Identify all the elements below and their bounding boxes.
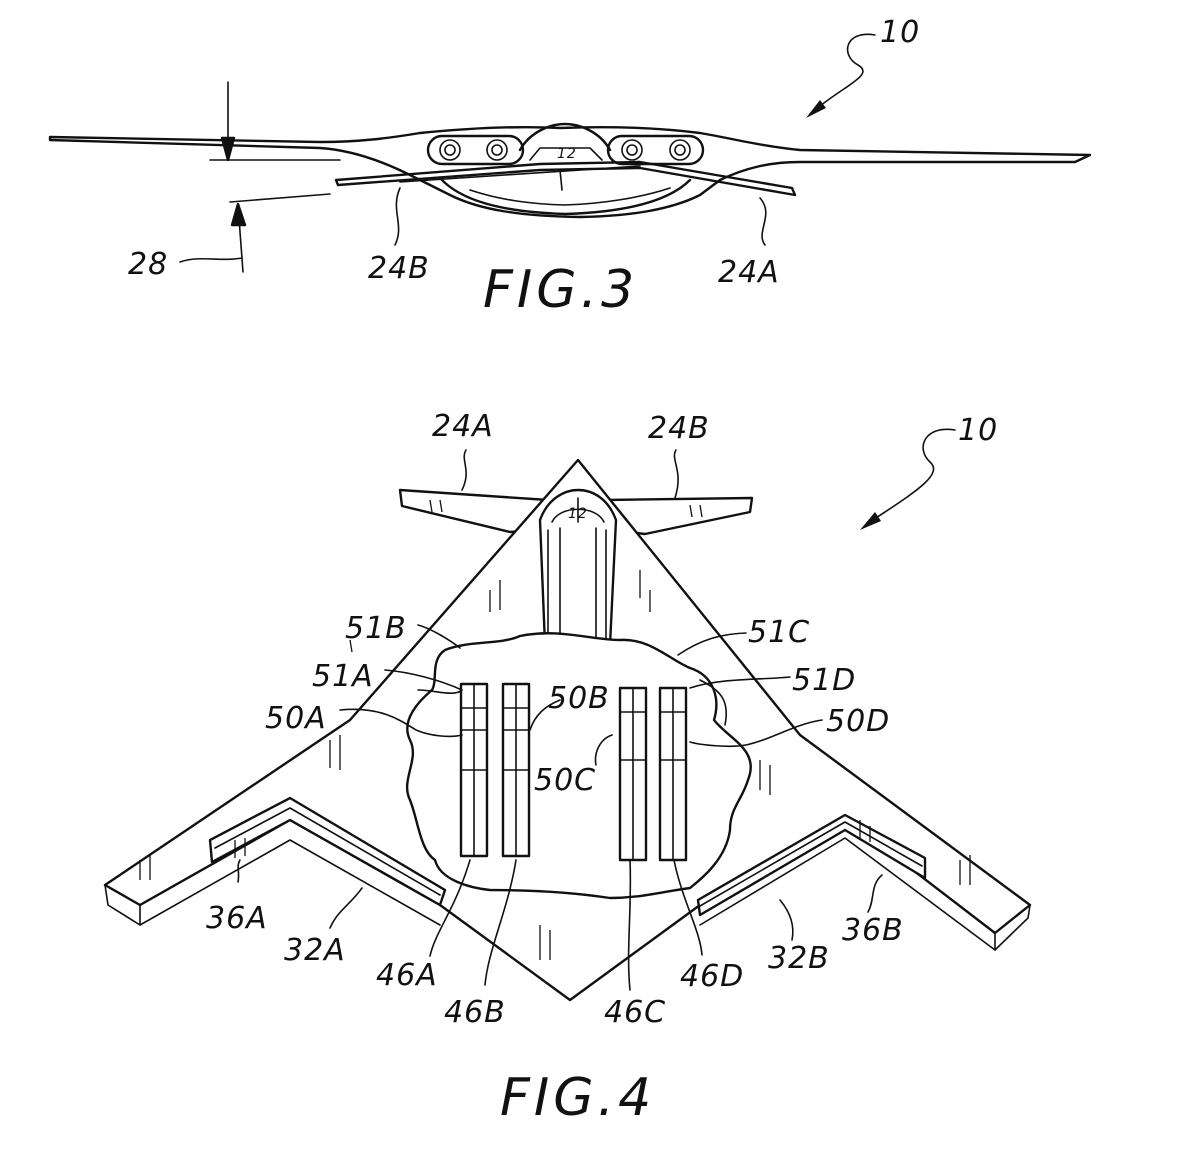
- fig4-ref-46a: 46A: [376, 958, 438, 993]
- fig3-ref-28: 28: [128, 247, 168, 282]
- fig4-top-view: 12: [103, 409, 1032, 1128]
- fig4-ref-51d: 51D: [792, 663, 856, 698]
- fig3-dimension-28: [209, 81, 341, 273]
- fig4-caption: FIG.4: [500, 1068, 655, 1128]
- fig4-ref-51a: 51A: [312, 659, 374, 694]
- svg-text:12: 12: [568, 506, 588, 522]
- fig4-ref-50b: 50B: [548, 681, 610, 716]
- fig3-ref-10: 10: [880, 15, 920, 50]
- fig3-wing-outline: [48, 126, 1092, 219]
- fig4-ref-50c: 50C: [534, 763, 596, 798]
- fig4-ref-24b: 24B: [648, 411, 710, 446]
- fig3-hull: [438, 176, 692, 216]
- fig4-ref-51c: 51C: [748, 615, 810, 650]
- fig4-ref-46c: 46C: [604, 995, 666, 1030]
- fig4-exhaust-32b: [696, 813, 927, 917]
- fig3-canopy: [518, 122, 612, 152]
- fig4-ref-32b: 32B: [768, 941, 830, 976]
- fig4-ref-51b: 51B: [345, 611, 407, 646]
- fig3-ref-24a: 24A: [718, 255, 780, 290]
- fig4-shading: [139, 499, 971, 960]
- fig4-ref-24a: 24A: [432, 409, 494, 444]
- fig4-ref-10: 10: [958, 413, 998, 448]
- fig4-ref-50d: 50D: [826, 704, 890, 739]
- fig4-ref-46d: 46D: [680, 959, 744, 994]
- fig4-ref-32a: 32A: [284, 933, 346, 968]
- fig4-ref-50a: 50A: [265, 701, 327, 736]
- fig3-caption: FIG.3: [483, 260, 638, 320]
- fig4-ref-36b: 36B: [842, 913, 904, 948]
- fig4-ref-46b: 46B: [444, 995, 506, 1030]
- fig4-exhaust-32a: [208, 796, 447, 907]
- fig4-ref-36a: 36A: [206, 901, 268, 936]
- fig4-leader-lines: [237, 428, 956, 991]
- fig4-engines: [459, 682, 688, 862]
- svg-text:12: 12: [557, 146, 577, 162]
- fig4-cockpit: [538, 488, 618, 647]
- fig3-engine-intakes: [426, 134, 705, 166]
- fig3-front-view: 12 10 28 24B 2: [48, 15, 1092, 320]
- fig3-fin-24b: [334, 160, 797, 197]
- fig3-ref-24b: 24B: [368, 251, 430, 286]
